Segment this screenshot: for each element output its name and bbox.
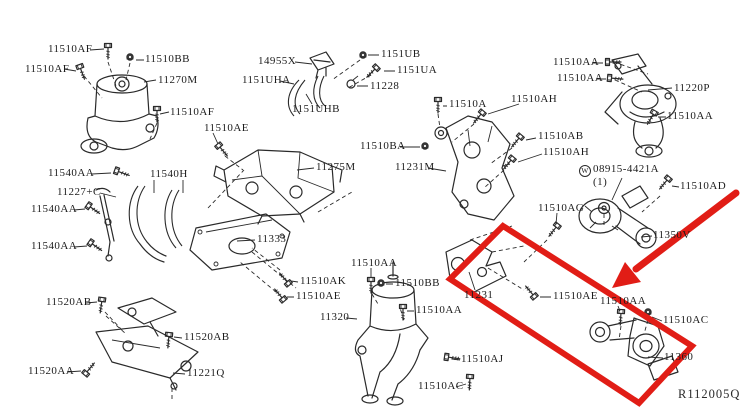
bolt-icon [433,96,443,114]
bolt-icon [214,141,231,159]
part-label-1151UB: 1151UB [381,48,421,60]
part-label-11510BB: 11510BB [145,53,190,65]
part-label-11275M: 11275M [316,161,356,173]
part-label-11510AC: 11510AC [418,380,464,392]
part-label-11510BB: 11510BB [395,277,440,289]
part-label-11510AC: 11510AC [663,314,709,326]
bolt-icon [276,270,293,288]
part-label-11510BA: 11510BA [360,140,406,152]
part-sketch-11227C [95,187,115,262]
part-sketch-11221Q [95,297,199,402]
bolt-icon [606,73,624,84]
assembly-centerlines [83,59,661,331]
bolt-icon [112,166,132,180]
bolt-icon [163,331,174,349]
part-label-11360: 11360 [664,351,694,363]
highlight-arrow-shaft [632,189,740,273]
bolt-icon [443,352,461,363]
washer-symbol-icon: W [579,165,591,177]
part-label-11510AA: 11510AA [351,257,398,269]
part-label-11221Q: 11221Q [187,367,225,379]
bolt-icon [398,303,408,321]
part-label-11510AK: 11510AK [300,275,347,287]
part-label-11520AB: 11520AB [46,296,92,308]
bolt-icon [545,221,562,239]
part-label-11220P: 11220P [674,82,710,94]
nut-icon [377,279,385,287]
part-label-11350V: 11350V [653,229,691,241]
bolt-icon [656,174,673,192]
part-label-11510AG: 11510AG [538,202,585,214]
part-label-11510AB: 11510AB [538,130,584,142]
part-sketch-11275M [207,149,353,225]
bolt-icon [363,63,381,81]
part-label-14955X: 14955X [258,55,297,67]
part-label-11510AA: 11510AA [600,295,647,307]
part-label-11540H: 11540H [150,168,188,180]
part-label-1151UHA: 1151UHA [242,74,291,86]
part-label-11227C: 11227+C [57,186,101,198]
bolt-icon [84,201,103,217]
part-label-11510AF: 11510AF [170,106,215,118]
part-label-11231: 11231 [464,289,494,301]
part-label-11520AB: 11520AB [184,331,230,343]
part-label-11510AF: 11510AF [48,43,93,55]
nut-icon [126,53,134,61]
bolt-icon [508,132,525,150]
part-sketch-11540H [128,185,183,263]
bolt-icon [271,286,288,304]
part-sketch-11231M [434,115,515,221]
part-label-1151UHB: 1151UHB [292,103,340,115]
part-label-11510AE: 11510AE [553,290,598,302]
part-label-11510AH: 11510AH [511,93,558,105]
part-label-11270M: 11270M [158,74,198,86]
part-sketch-11220P [604,53,677,158]
bolt-icon [465,373,475,391]
leader-lines [63,48,680,388]
highlight-annotation [445,189,740,407]
part-label-11540AA: 11540AA [31,240,78,252]
bolt-icon [86,238,105,254]
part-label-qty: (1) [593,176,608,188]
part-label-11510AE: 11510AE [296,290,341,302]
part-label-11510AH: 11510AH [543,146,590,158]
bolt-icon [103,42,113,60]
part-sketch-11350V [578,198,657,249]
part-sketch-11320 [354,261,429,406]
part-label-11510AD: 11510AD [680,180,727,192]
part-sketch-11270M [80,74,159,154]
bolt-icon [96,296,107,314]
part-label-11510AE: 11510AE [204,122,249,134]
part-sketch-11333 [189,213,297,289]
bolt-icon [152,105,162,123]
nut-icon [359,51,367,59]
part-label-11320: 11320 [320,311,350,323]
part-label-11510A: 11510A [449,98,487,110]
bolt-icon [81,360,98,378]
highlight-arrow-head [612,262,641,288]
part-label-11540AA: 11540AA [31,203,78,215]
bolt-icon [522,283,539,301]
part-label-11510AJ: 11510AJ [461,353,504,365]
part-label-11510AA: 11510AA [557,72,604,84]
part-label-11228: 11228 [370,80,400,92]
part-label-11510AA: 11510AA [416,304,463,316]
part-label-11510AA: 11510AA [553,56,600,68]
highlight-box [445,222,697,407]
part-sketch-14955X [287,51,359,117]
part-sketch-washer [597,185,649,228]
diagram-ref-code: R112005Q [678,387,741,401]
part-label-11510AA: 11510AA [667,110,714,122]
nut-icon [421,142,429,150]
part-label-11540AA: 11540AA [48,167,95,179]
bolt-icon [366,276,376,294]
part-label-11510AF: 11510AF [25,63,70,75]
part-label-11520AA: 11520AA [28,365,75,377]
part-label-11333: 11333 [257,233,287,245]
part-label-1151UA: 1151UA [397,64,438,76]
part-label-11231M: 11231M [395,161,435,173]
